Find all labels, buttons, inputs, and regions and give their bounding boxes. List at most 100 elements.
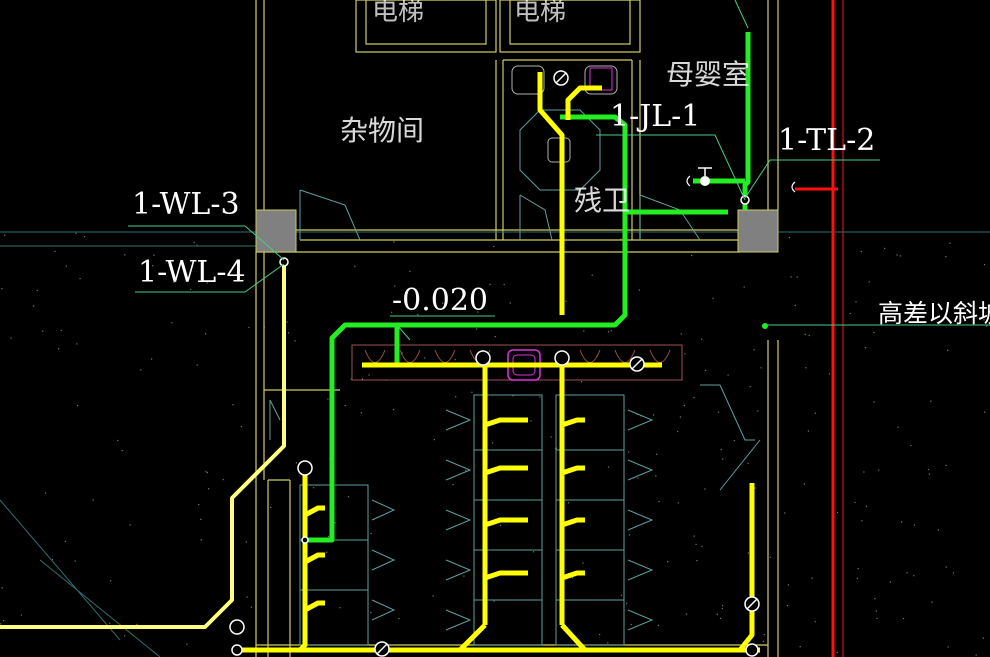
speckle [902,618,905,620]
pipe-label-jl1: 1-JL-1 [610,99,700,134]
speckle [205,471,207,473]
speckle [493,600,495,602]
valve-dot [700,176,710,186]
speckle [200,539,202,541]
speckle [339,607,341,609]
speckle [2,620,5,622]
speckle [10,337,12,339]
speckle [878,469,880,471]
speckle [205,333,207,335]
speckle [803,483,805,485]
room-label-accessible-wc: 残卫 [574,184,630,217]
speckle [565,300,567,302]
speckle [232,404,234,406]
speckle [658,500,660,503]
speckle [928,473,930,475]
room-label-mother-baby: 母婴室 [666,58,750,91]
speckle [4,234,6,236]
speckle [760,367,762,369]
leader-lines [128,0,990,341]
speckle [857,568,859,570]
speckle [532,551,534,553]
speckle [949,242,951,244]
speckle [927,468,930,471]
speckle [717,411,720,413]
speckle [74,560,76,562]
speckle [720,449,722,451]
speckle [679,416,681,418]
speckle [92,499,94,501]
speckle [42,330,44,332]
speckle [250,606,252,608]
speckle [875,610,877,612]
speckle [455,396,457,398]
speckle [607,331,610,333]
speckle [417,314,419,316]
break-mark-right [791,181,796,193]
speckle [471,391,473,393]
speckle [60,329,62,331]
speckle [368,374,370,376]
speckle [361,378,363,380]
speckle [539,396,541,398]
room-label-storage: 杂物间 [340,114,424,147]
speckle [747,552,749,554]
fixtures [511,65,618,163]
speckle [986,325,988,327]
speckle [667,561,669,563]
speckle [136,623,138,625]
speckle [0,623,2,625]
speckle [628,534,630,536]
speckle [861,520,863,522]
speckle [186,643,188,645]
pipe-label-tl2: 1-TL-2 [778,123,875,158]
speckle [110,580,112,582]
break-mark-left [686,175,691,187]
speckle [499,524,502,526]
speckle [196,364,198,366]
speckle [680,333,682,335]
speckle [424,357,426,359]
speckle [828,373,830,375]
speckle [124,635,126,637]
speckle [109,622,111,624]
speckle [975,654,977,656]
speckle [630,623,632,626]
speckle [855,301,857,303]
speckle [805,367,807,369]
speckle [328,535,330,537]
speckle [607,466,610,468]
speckle [294,340,296,342]
elevation-mark: -0.020 [392,283,488,318]
speckle [704,488,706,490]
speckle [945,464,947,466]
speckle [512,395,514,397]
speckle [607,642,609,644]
speckle [196,244,198,246]
speckle [193,241,195,244]
speckle [656,453,658,455]
speckle [620,594,623,596]
speckle [753,349,755,351]
speckle [757,410,759,412]
speckle [794,304,796,306]
speckle [477,311,479,313]
speckle [693,396,695,399]
speckle [811,577,813,579]
speckle [910,444,912,447]
speckle [799,646,801,648]
speckle [36,289,38,291]
speckle [716,613,718,615]
speckle [677,430,679,433]
speckle [807,430,809,432]
speckle [452,484,454,486]
speckle [931,601,933,603]
speckle [796,276,798,278]
speckle [75,232,77,234]
speckle [494,336,496,338]
speckle [637,477,639,479]
speckle [370,532,372,535]
pipe-label-wl4: 1-WL-4 [138,255,246,290]
speckle [983,319,985,321]
pipe-label-wl3: 1-WL-3 [132,187,240,222]
